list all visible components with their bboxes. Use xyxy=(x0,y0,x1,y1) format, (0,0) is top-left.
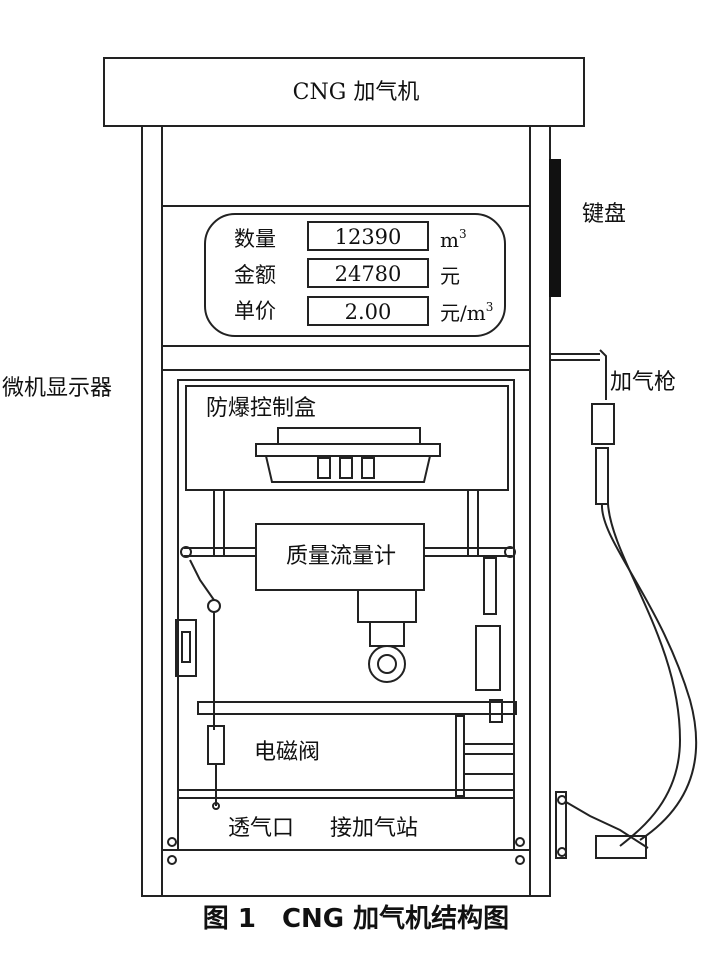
bolt-br-1 xyxy=(515,837,525,847)
bolt-br-2 xyxy=(515,855,525,865)
hose-connector xyxy=(555,791,567,859)
label-microcomputer-display: 微机显示器 xyxy=(2,376,113,401)
nozzle-gun-handle xyxy=(591,403,615,445)
nozzle-gun-head xyxy=(599,349,607,400)
right-column-lower xyxy=(475,625,501,691)
left-vent-knob xyxy=(207,599,221,613)
control-box xyxy=(185,385,509,491)
value-box-amount xyxy=(307,258,429,288)
right-column-upper xyxy=(483,557,497,615)
display-window xyxy=(204,213,506,337)
display-label-price: 单价 xyxy=(234,299,276,323)
display-panel xyxy=(161,205,531,347)
flowmeter-neck xyxy=(357,589,417,623)
label-explosion-proof-box: 防爆控制盒 xyxy=(206,396,317,421)
pipe-end-left xyxy=(180,546,192,558)
pipe-end-right xyxy=(504,546,516,558)
left-vent-linkage xyxy=(189,559,215,601)
lower-rail xyxy=(197,701,517,715)
keypad-strip xyxy=(549,159,561,297)
solenoid-valve-body xyxy=(207,725,225,765)
display-label-quantity: 数量 xyxy=(234,227,276,251)
nozzle-gun-grip xyxy=(595,447,609,505)
display-label-amount: 金额 xyxy=(234,263,276,287)
label-mass-flowmeter: 质量流量计 xyxy=(286,544,397,569)
nozzle-hose-return xyxy=(607,503,682,847)
flowmeter-lower xyxy=(369,621,405,647)
display-value-price: 2.00 xyxy=(344,300,392,324)
hose-connector-bolt-1 xyxy=(557,795,567,805)
display-value-amount: 24780 xyxy=(334,262,402,286)
display-unit-amount: 元 xyxy=(440,264,460,288)
left-gauge-inner xyxy=(181,631,191,663)
display-value-quantity: 12390 xyxy=(334,225,402,249)
label-solenoid-valve: 电磁阀 xyxy=(254,740,321,765)
value-box-quantity xyxy=(307,221,429,251)
label-nozzle: 加气枪 xyxy=(610,370,677,395)
mass-flowmeter-box xyxy=(255,523,425,591)
hose-connector-bolt-2 xyxy=(557,847,567,857)
control-device-body xyxy=(264,455,432,483)
display-unit-price: 元/m3 xyxy=(440,300,494,325)
label-vent: 透气口 xyxy=(228,816,295,841)
bolt-bl-1 xyxy=(167,837,177,847)
control-device-slot-2 xyxy=(339,457,353,479)
cabinet-body xyxy=(141,125,551,897)
dispenser-title: CNG 加气机 xyxy=(292,80,420,105)
right-support-post xyxy=(467,489,479,557)
flowmeter-sensor xyxy=(368,645,406,683)
control-device-tray xyxy=(255,443,441,457)
label-keypad: 键盘 xyxy=(582,202,627,227)
flowmeter-sensor-inner xyxy=(377,654,397,674)
hose-connector-block xyxy=(595,835,647,859)
control-device-top xyxy=(277,427,421,445)
hose-connector-fitting xyxy=(565,801,649,849)
control-device-slot-1 xyxy=(317,457,331,479)
display-unit-quantity: m3 xyxy=(440,227,467,252)
left-gauge xyxy=(175,619,197,677)
rail-clamp xyxy=(489,699,503,723)
nozzle-hose xyxy=(600,503,698,841)
control-device-slot-3 xyxy=(361,457,375,479)
label-to-station: 接加气站 xyxy=(330,816,419,841)
value-box-price xyxy=(307,296,429,326)
figure-caption: 图 1 CNG 加气机结构图 xyxy=(202,904,510,934)
bolt-bl-2 xyxy=(167,855,177,865)
inlet-pipe-vertical xyxy=(455,715,465,797)
left-support-post xyxy=(213,489,225,557)
solenoid-valve-tip xyxy=(212,802,220,810)
